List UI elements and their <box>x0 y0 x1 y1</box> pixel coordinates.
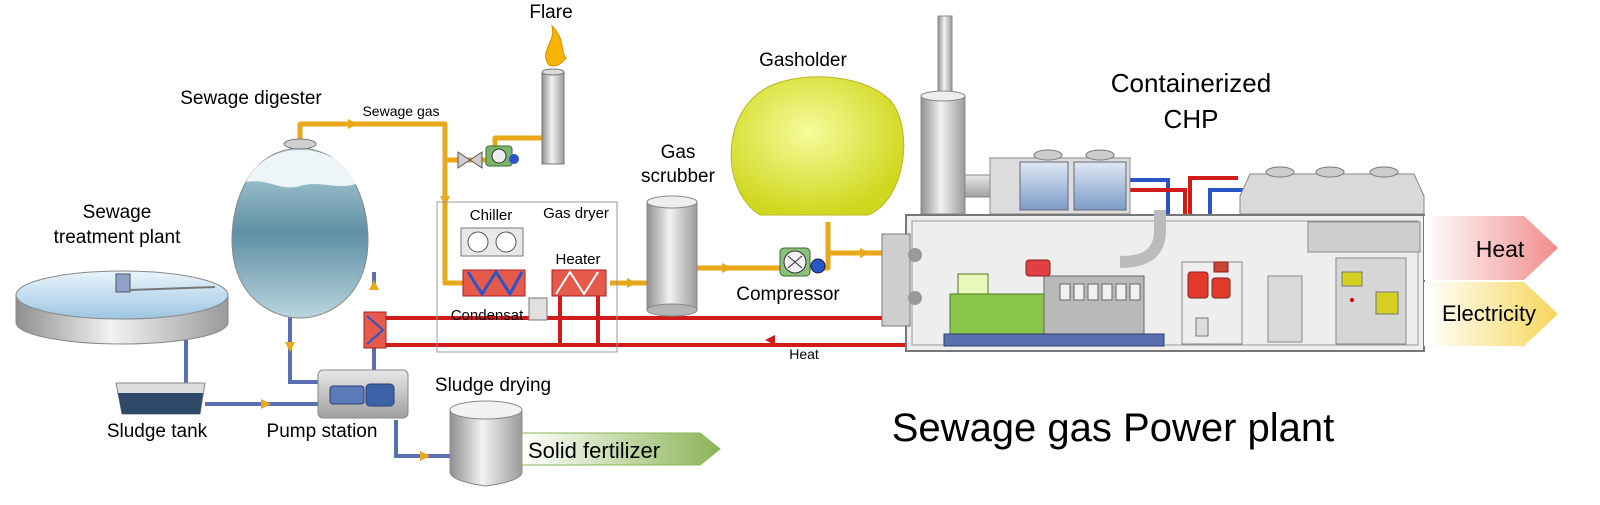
gas-arrow-down-icon <box>440 196 450 206</box>
gas-arrow-right-icon <box>722 263 732 273</box>
diagram-title: Sewage gas Power plant <box>892 406 1335 450</box>
solid-fertilizer-arrow: Solid fertilizer <box>521 432 721 466</box>
sludge-drying: Sludge drying <box>435 375 551 487</box>
flare: Flare <box>529 2 573 165</box>
gasholder-label: Gasholder <box>759 50 847 71</box>
digester-heat-exchanger <box>363 311 387 349</box>
heat-line-label: Heat <box>789 346 819 362</box>
containerized-chp-label-line2: CHP <box>1164 104 1219 134</box>
sludge-arrow-up-icon <box>369 280 379 290</box>
gas-scrubber-label-line2: scrubber <box>641 166 716 187</box>
gas-arrow-right-icon <box>348 119 358 129</box>
sewage-digester: Sewage digester <box>180 88 369 319</box>
compressor: Compressor <box>736 247 840 305</box>
sludge-arrow-down-icon <box>285 342 295 352</box>
electricity-output-arrow: Electricity <box>1424 282 1558 346</box>
condensat-label: Condensat <box>451 307 524 324</box>
heat-output-arrow: Heat <box>1424 216 1558 280</box>
condensat-trap <box>528 297 548 321</box>
sewage-gas-label: Sewage gas <box>362 103 439 119</box>
electricity-output-label: Electricity <box>1442 301 1536 326</box>
sludge-tank: Sludge tank <box>107 382 208 442</box>
gas-dryer: Chiller Gas dryer Condensat Heater <box>436 201 618 353</box>
sludge-arrow-right-icon <box>420 451 430 461</box>
heat-output-label: Heat <box>1476 236 1525 262</box>
sludge-drying-label: Sludge drying <box>435 375 551 396</box>
gas-scrubber: Gas scrubber <box>641 142 716 317</box>
chiller-label: Chiller <box>470 207 513 224</box>
heater-label: Heater <box>555 251 600 268</box>
fan-icon <box>491 148 507 164</box>
pump-station: Pump station <box>267 369 409 442</box>
sludge-tank-label: Sludge tank <box>107 421 208 442</box>
gasholder: Gasholder <box>730 50 905 216</box>
solid-fertilizer-label: Solid fertilizer <box>528 438 660 463</box>
compressor-label: Compressor <box>736 284 840 305</box>
chp-container: Containerized CHP <box>881 15 1425 352</box>
sewage-treatment-plant: Sewage treatment plant <box>15 202 229 345</box>
sludge-arrow-right-icon <box>261 399 271 409</box>
containerized-chp-label-line1: Containerized <box>1111 68 1271 98</box>
sludge-pipes <box>184 272 450 458</box>
gas-arrow-right-icon <box>627 278 637 288</box>
gas-dryer-label: Gas dryer <box>543 205 609 222</box>
sewage-treatment-plant-label-line2: treatment plant <box>54 227 181 248</box>
pump-motor-icon <box>329 385 365 405</box>
gas-arrow-right-icon <box>860 248 870 258</box>
flow-arrows <box>261 119 870 461</box>
gas-scrubber-label-line1: Gas <box>661 142 696 163</box>
sewage-treatment-plant-label-line1: Sewage <box>83 202 152 223</box>
chiller-fan-icon <box>467 231 489 253</box>
heat-arrow-left-icon <box>765 335 775 345</box>
flare-blower <box>457 145 519 169</box>
chiller-fan-icon <box>495 231 517 253</box>
sewage-digester-label: Sewage digester <box>180 88 322 109</box>
pump-station-label: Pump station <box>267 421 378 442</box>
valve-icon <box>457 151 471 169</box>
flame-icon <box>545 24 567 67</box>
flare-label: Flare <box>529 2 572 23</box>
